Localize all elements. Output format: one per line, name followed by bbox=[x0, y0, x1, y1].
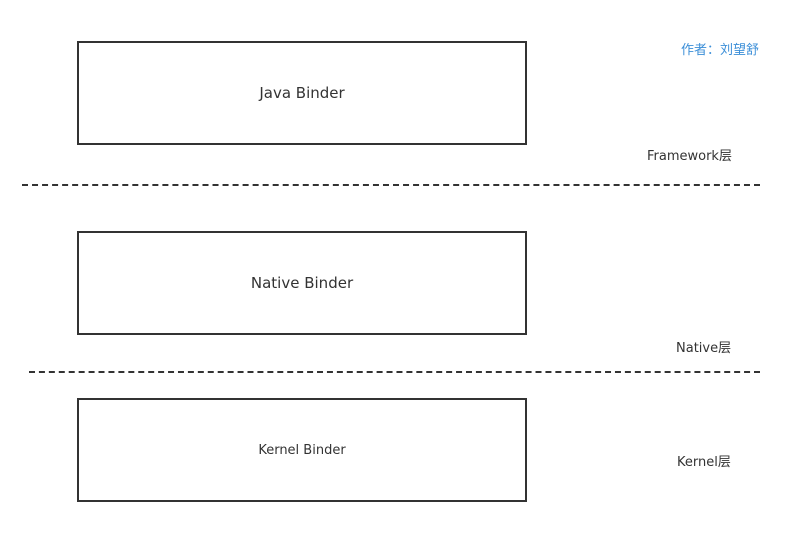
native-kernel-divider bbox=[29, 371, 760, 373]
kernel-binder-label: Kernel Binder bbox=[258, 442, 346, 458]
kernel-layer-label: Kernel层 bbox=[677, 455, 731, 470]
java-binder-box: Java Binder bbox=[77, 41, 527, 145]
native-layer-label: Native层 bbox=[676, 341, 732, 356]
java-binder-label: Java Binder bbox=[259, 84, 345, 102]
framework-native-divider bbox=[22, 184, 760, 186]
framework-layer-label: Framework层 bbox=[647, 149, 732, 164]
kernel-binder-box: Kernel Binder bbox=[77, 398, 527, 502]
native-binder-box: Native Binder bbox=[77, 231, 527, 335]
author-credit: 作者：刘望舒 bbox=[681, 43, 760, 58]
native-binder-label: Native Binder bbox=[250, 274, 354, 292]
